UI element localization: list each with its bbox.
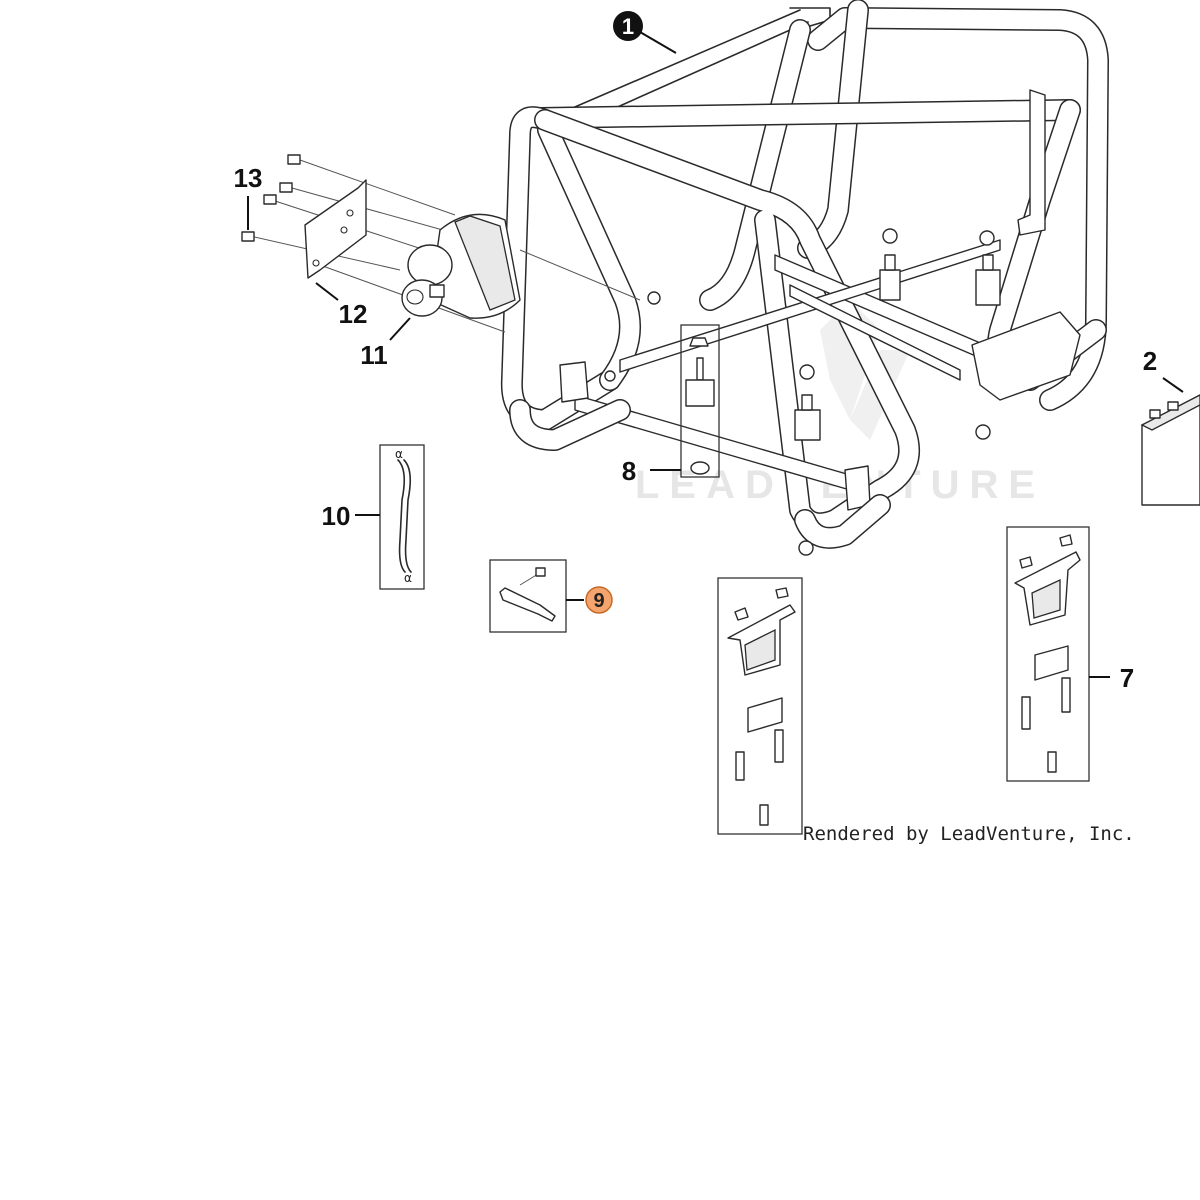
callout-11[interactable]: 11 — [360, 317, 411, 370]
bracket-kit — [489, 559, 567, 633]
credit-text: Rendered by LeadVenture, Inc. — [803, 823, 1135, 845]
callout-1[interactable]: 1 — [613, 11, 677, 54]
hose-kit: α α — [379, 444, 425, 590]
frame-assembly — [500, 0, 1109, 556]
svg-text:α: α — [395, 447, 403, 461]
mount-kit — [680, 324, 720, 478]
callout-10-label: 10 — [322, 501, 351, 531]
callout-7[interactable]: 7 — [1089, 663, 1134, 693]
svg-text:α: α — [404, 571, 412, 585]
callout-2-label: 2 — [1143, 346, 1157, 376]
callout-10[interactable]: 10 — [322, 501, 380, 531]
callout-9-label: 9 — [593, 590, 604, 612]
battery — [1140, 394, 1200, 506]
callout-12[interactable]: 12 — [315, 282, 368, 329]
charcoal-canister — [241, 154, 641, 333]
callout-7-label: 7 — [1120, 663, 1134, 693]
callout-8[interactable]: 8 — [622, 456, 681, 486]
callout-11-label: 11 — [360, 340, 388, 370]
callout-13-label: 13 — [234, 163, 263, 193]
callout-8-label: 8 — [622, 456, 636, 486]
callout-13[interactable]: 13 — [234, 163, 263, 230]
callout-9[interactable]: 9 — [566, 586, 613, 614]
callout-2[interactable]: 2 — [1143, 346, 1184, 393]
callout-1-label: 1 — [622, 14, 634, 39]
bracket-kit-a — [717, 577, 803, 835]
bracket-kit-b — [1006, 526, 1090, 782]
callout-12-label: 12 — [339, 299, 368, 329]
